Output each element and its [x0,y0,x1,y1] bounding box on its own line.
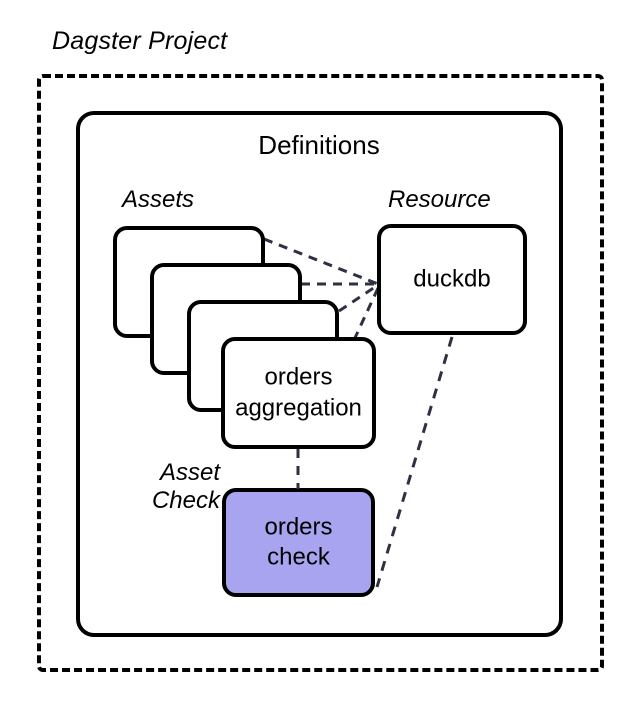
asset-check-section-label: Asset Check [138,459,220,516]
resource-section-label: Resource [388,186,491,213]
asset-check-node-label-line1: orders [264,512,333,540]
definitions-label: Definitions [258,130,380,160]
dagster-project-frame [37,74,604,672]
asset-check-label-line1: Asset [159,459,220,486]
asset-check-label-line2: Check [151,487,220,515]
resource-node-duckdb[interactable]: duckdb [377,224,527,335]
project-title: Dagster Project [52,27,228,55]
asset-check-node-label: orders check [226,512,371,573]
resource-node-label: duckdb [413,265,491,293]
asset-card-orders-aggregation[interactable]: orders aggregation [221,337,376,449]
asset-card-label-line2: aggregation [235,394,362,421]
asset-check-node-label-line2: check [267,543,330,571]
asset-check-node-orders-check[interactable]: orders check [222,488,375,597]
asset-card-label-line1: orders [264,363,333,391]
asset-card-label: orders aggregation [225,362,372,423]
assets-section-label: Assets [122,186,195,213]
